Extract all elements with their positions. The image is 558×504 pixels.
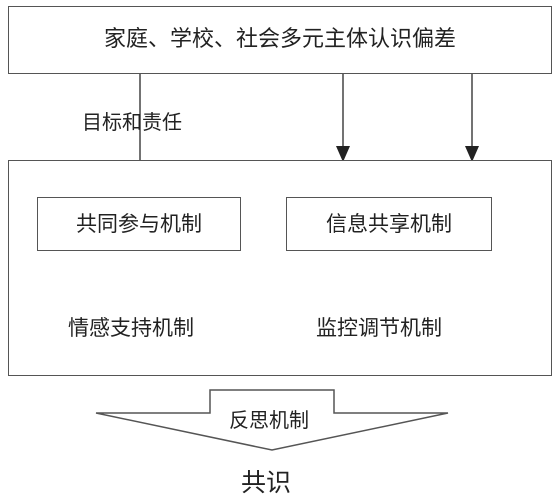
reflection-label: 反思机制 bbox=[229, 408, 309, 432]
arrow-head-right bbox=[465, 146, 479, 162]
result-label: 共识 bbox=[241, 468, 292, 497]
plain-label-emotional-support: 情感支持机制 bbox=[68, 316, 194, 340]
inner-box-information-sharing: 信息共享机制 bbox=[286, 197, 492, 251]
mechanism-container bbox=[8, 160, 552, 376]
arrow-label: 目标和责任 bbox=[82, 110, 182, 134]
reflection-arrow-shape bbox=[95, 389, 449, 451]
plain-label-monitoring-adjustment: 监控调节机制 bbox=[316, 316, 442, 340]
arrow-head-middle bbox=[336, 146, 350, 162]
inner-box-label: 信息共享机制 bbox=[326, 211, 452, 236]
inner-box-joint-participation: 共同参与机制 bbox=[37, 197, 241, 251]
top-box: 家庭、学校、社会多元主体认识偏差 bbox=[8, 6, 552, 74]
top-box-label: 家庭、学校、社会多元主体认识偏差 bbox=[103, 27, 456, 52]
inner-box-label: 共同参与机制 bbox=[76, 211, 202, 236]
